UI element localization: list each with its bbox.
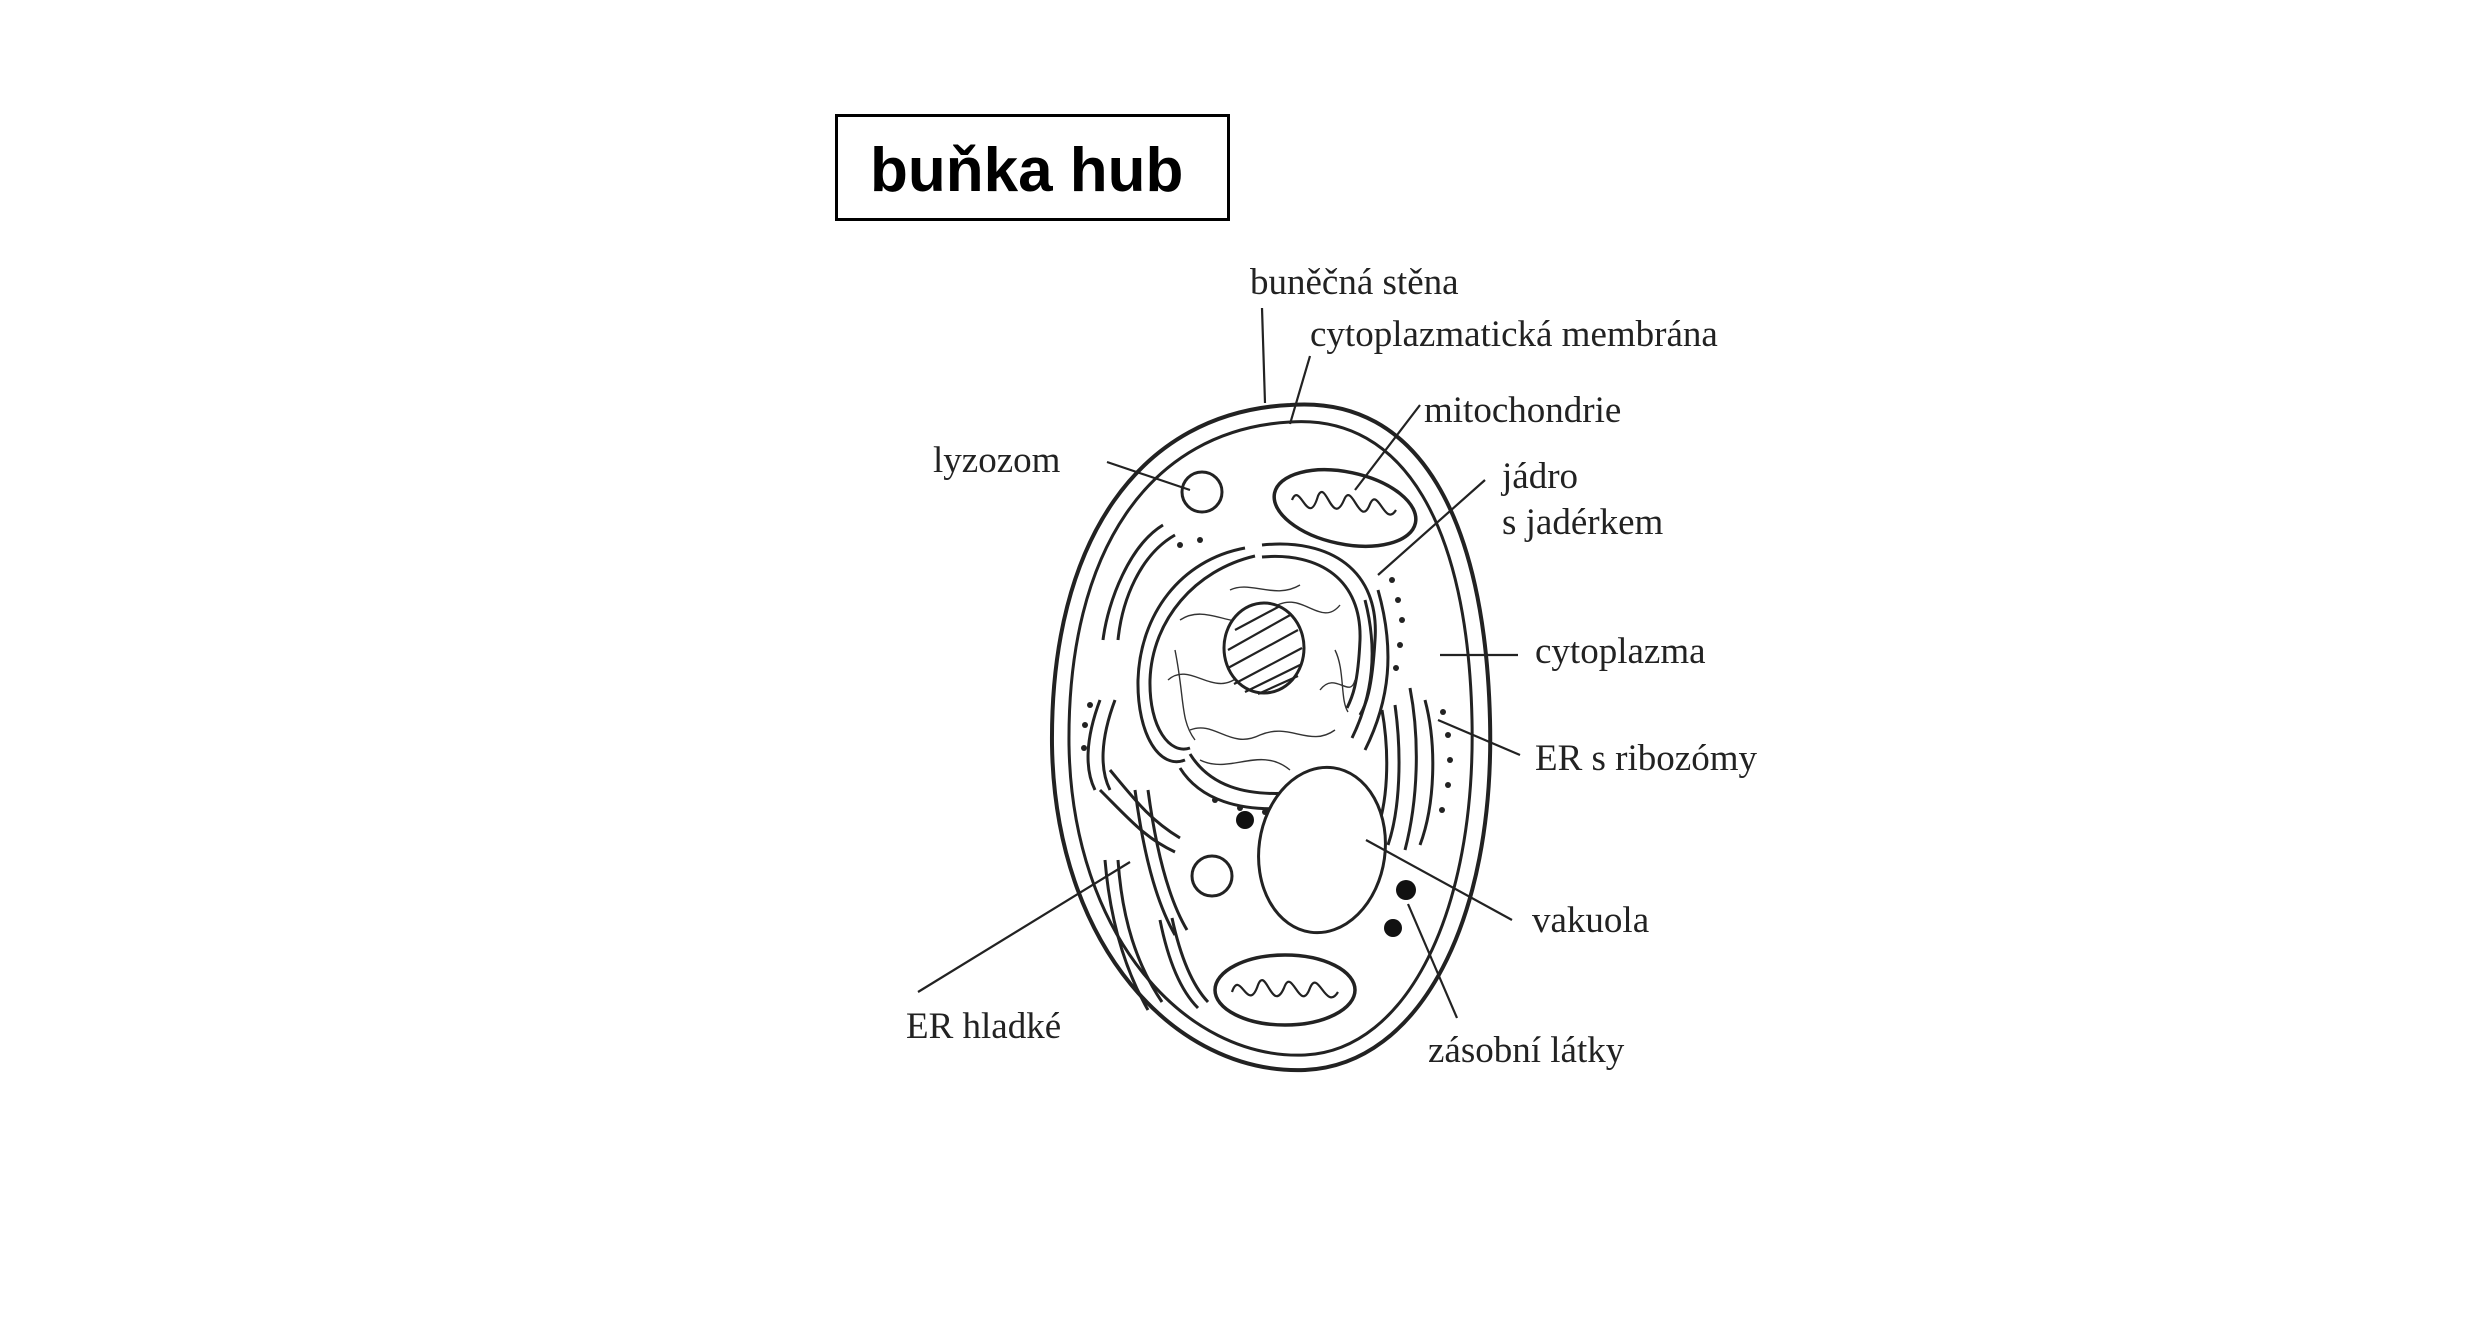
label-cell-wall: buněčná stěna: [1250, 262, 1459, 303]
lysosome: [1180, 470, 1224, 514]
label-rough-er: ER s ribozómy: [1535, 738, 1757, 779]
label-nucleus-line2: s jadérkem: [1502, 502, 1664, 543]
label-mitochondria: mitochondrie: [1424, 390, 1621, 431]
label-cytoplasmic-membrane: cytoplazmatická membrána: [1310, 314, 1718, 355]
mitochondrion-upper: [1272, 467, 1418, 549]
mitochondrion-lower: [1213, 953, 1357, 1027]
cytoplasmic-membrane: [1067, 420, 1474, 1057]
rough-er: [1086, 523, 1435, 851]
label-vacuole: vakuola: [1532, 900, 1649, 941]
smooth-er: [1098, 769, 1210, 1011]
storage-granules: [1236, 811, 1416, 937]
label-nucleus-line1: jádro: [1500, 456, 1578, 497]
title-box: buňka hub: [835, 114, 1230, 221]
leader-lines: [917, 307, 1521, 1019]
cell-wall: [1049, 402, 1493, 1073]
label-cytoplasm: cytoplazma: [1535, 631, 1706, 672]
diagram-title: buňka hub: [870, 136, 1184, 205]
ribosomes: [1081, 537, 1453, 815]
label-lysosome: lyzozom: [933, 440, 1061, 481]
nucleolus: [1222, 601, 1306, 696]
vacuole: [1257, 765, 1387, 935]
label-smooth-er: ER hladké: [906, 1006, 1061, 1047]
label-storage: zásobní látky: [1428, 1030, 1625, 1071]
lysosome-2: [1190, 854, 1234, 898]
